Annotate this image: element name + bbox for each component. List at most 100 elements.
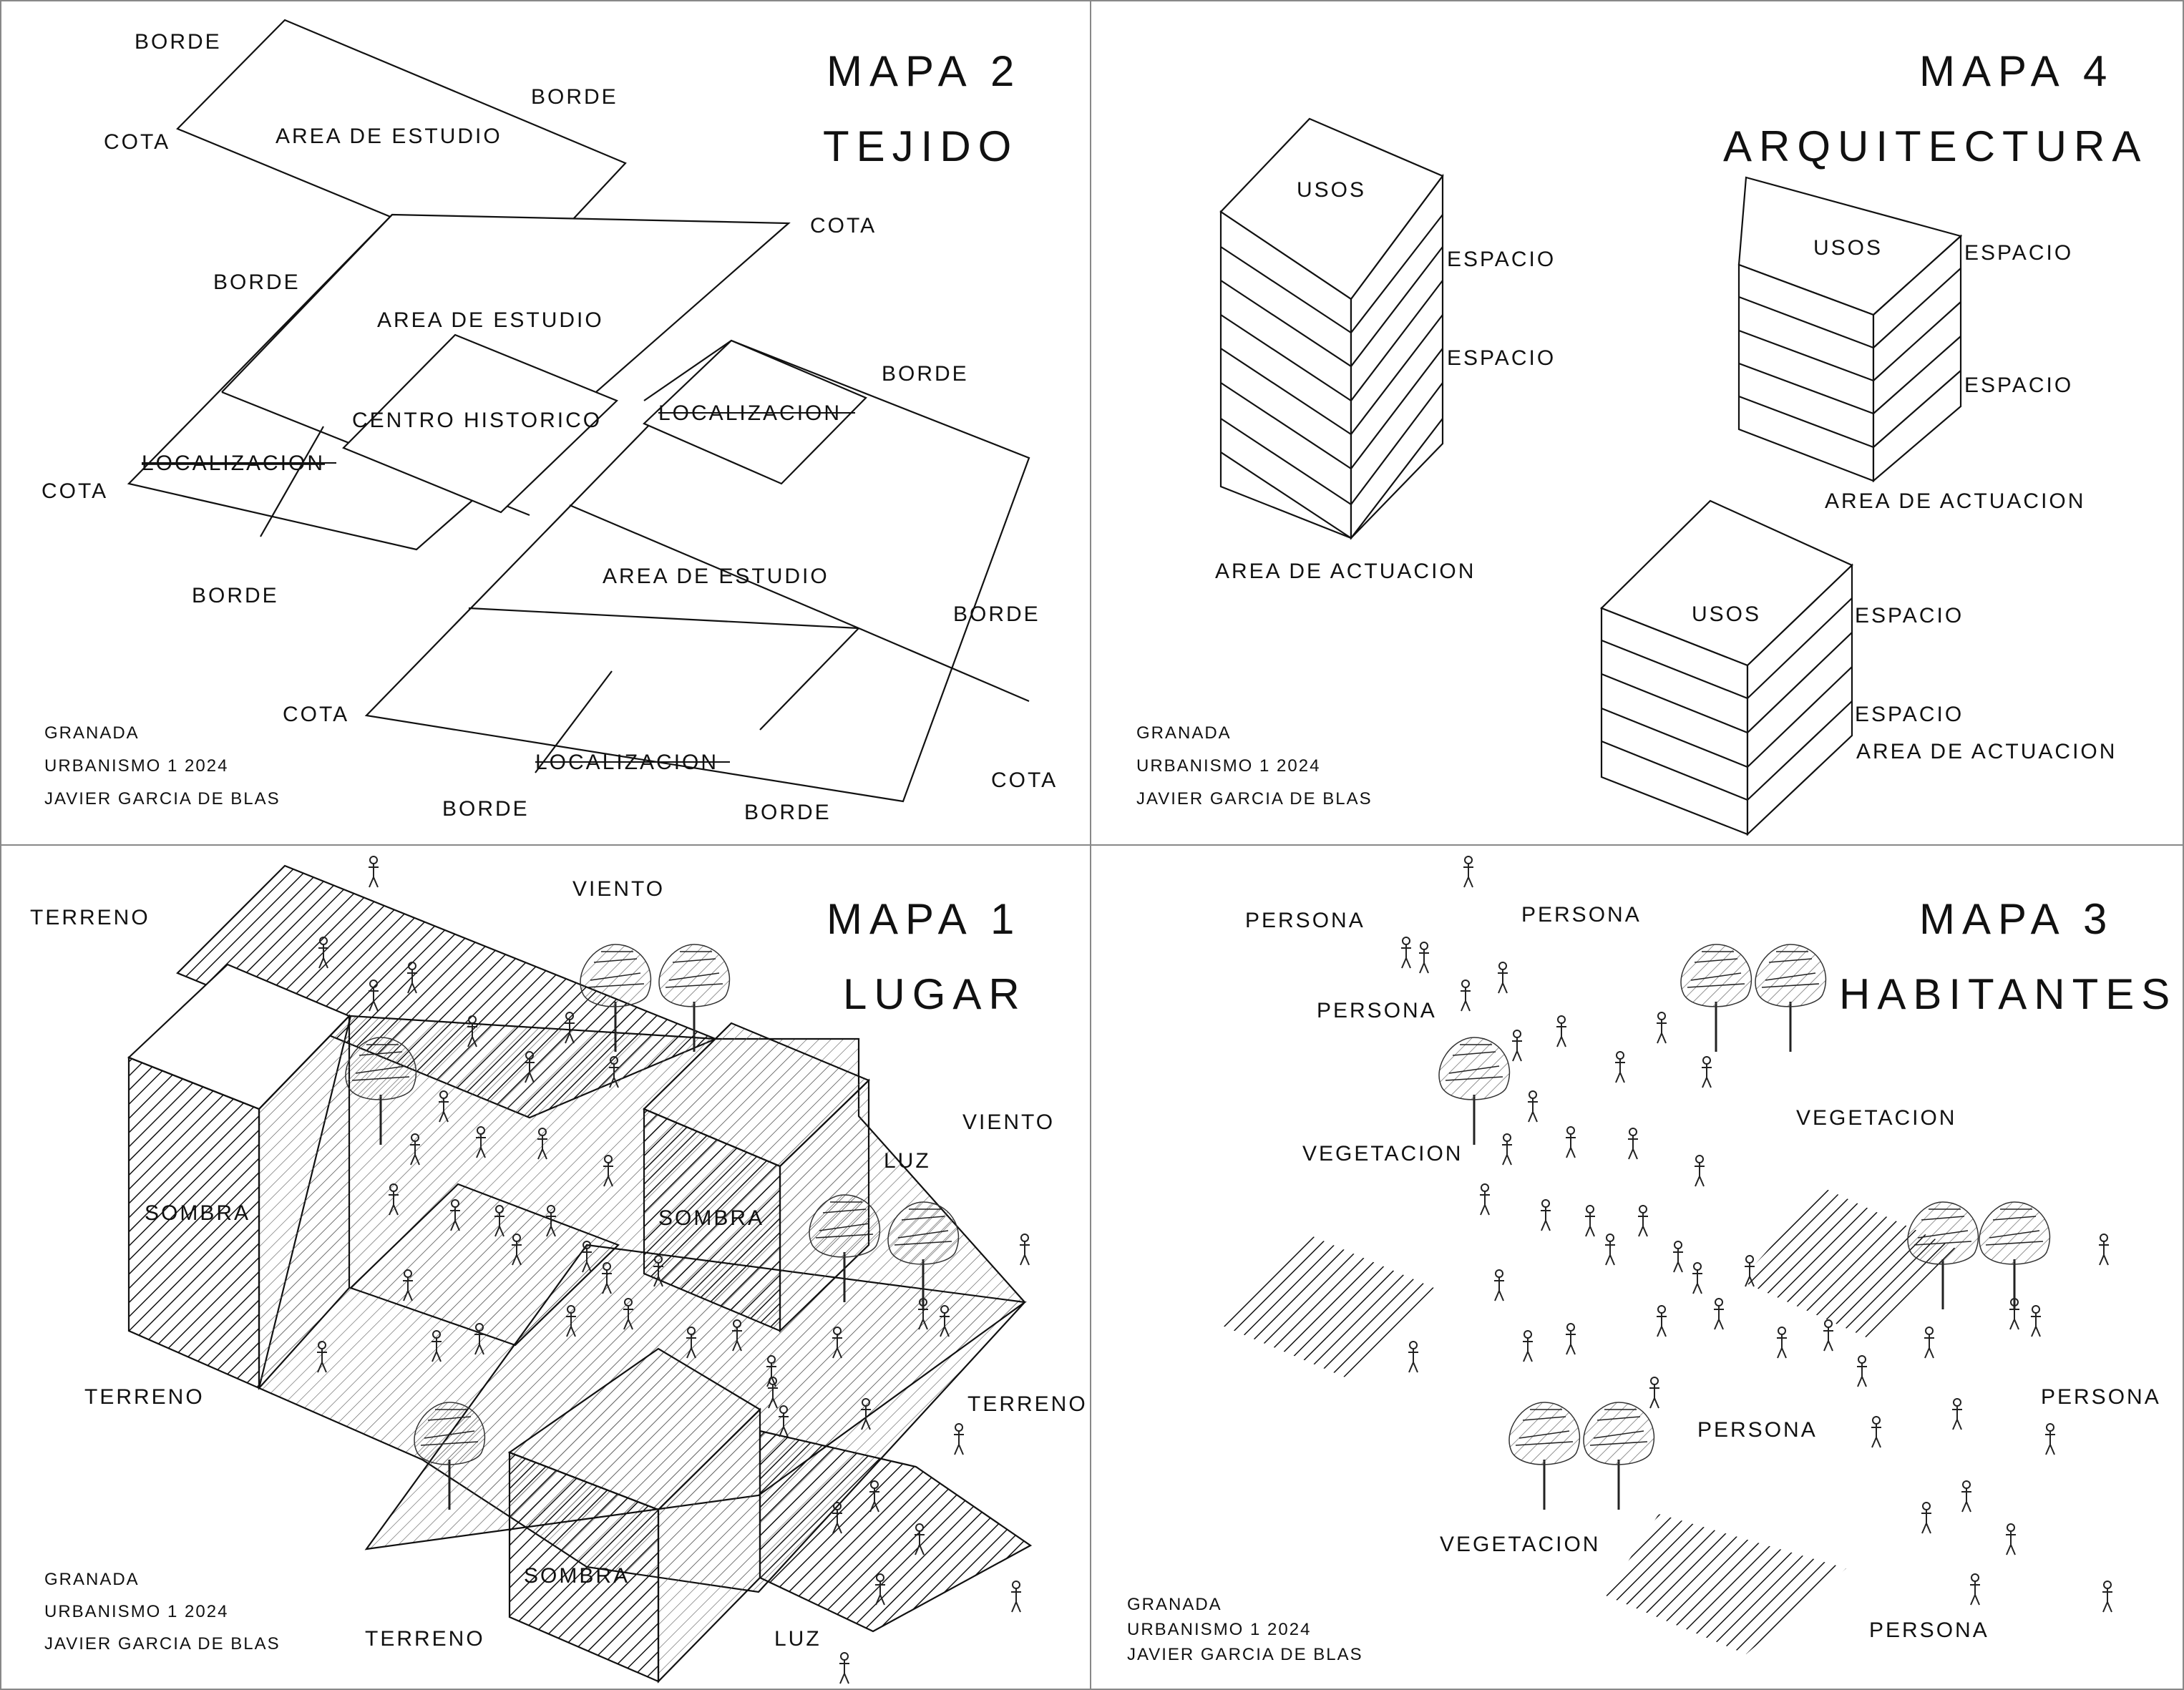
map3-persona-6: PERSONA <box>1869 1618 1989 1642</box>
tree-icon <box>1438 1036 1511 1146</box>
map1-title: MAPA 1 <box>827 895 1021 943</box>
panel-mapa1: MAPA 1 LUGAR TERRENO TERRENO TERRENO TER… <box>30 856 1088 1684</box>
person-icon <box>1511 1030 1523 1062</box>
map2-credit-1: GRANADA <box>44 723 140 743</box>
person-icon <box>1627 1128 1639 1160</box>
map1-terreno-3: TERRENO <box>967 1392 1088 1416</box>
person-icon <box>1656 1305 1667 1337</box>
map4-usos-2: USOS <box>1813 236 1883 260</box>
map1-luz-2: LUZ <box>774 1627 822 1651</box>
person-icon <box>1871 1416 1882 1448</box>
person-icon <box>953 1423 965 1455</box>
centro-historico-plate <box>342 333 618 514</box>
map2-credit-2: URBANISMO 1 2024 <box>44 756 228 776</box>
map1-viento-1: VIENTO <box>572 877 665 901</box>
map4-espacio-6: ESPACIO <box>1855 703 1964 726</box>
map1-terreno-1: TERRENO <box>30 906 150 929</box>
map1-sombra-3: SOMBRA <box>524 1564 630 1588</box>
tree-icon <box>1680 943 1752 1053</box>
person-icon <box>1501 1133 1513 1166</box>
map1-credit-2: URBANISMO 1 2024 <box>44 1602 228 1621</box>
map2-borde-7: BORDE <box>442 797 530 821</box>
map2-subtitle: TEJIDO <box>823 122 1018 170</box>
map3-credit-3: JAVIER GARCIA DE BLAS <box>1127 1645 1363 1664</box>
map1-sombra-2: SOMBRA <box>658 1206 764 1230</box>
map1-luz-1: LUZ <box>884 1149 931 1173</box>
map4-title: MAPA 4 <box>1919 47 2114 95</box>
person-icon <box>1614 1051 1626 1083</box>
map4-espacio-2: ESPACIO <box>1447 346 1556 370</box>
map4-espacio-3: ESPACIO <box>1964 241 2073 265</box>
map2-cota-4: COTA <box>283 703 349 726</box>
person-icon <box>1672 1241 1684 1273</box>
map3-vegetacion-1: VEGETACION <box>1302 1142 1463 1166</box>
map3-credit-1: GRANADA <box>1127 1595 1222 1614</box>
tower-2 <box>1737 176 1963 483</box>
map2-cota-5: COTA <box>991 768 1058 792</box>
map2-borde-5: BORDE <box>192 584 279 607</box>
person-icon <box>1408 1341 1419 1373</box>
person-icon <box>1604 1234 1616 1266</box>
person-icon <box>1556 1015 1567 1047</box>
tower-3 <box>1600 499 1853 836</box>
person-icon <box>1565 1323 1576 1355</box>
plate-lower <box>364 339 1030 803</box>
map1-credit-1: GRANADA <box>44 1570 140 1589</box>
panel-mapa2: MAPA 2 TEJIDO BORDE BORDE BORDE BORDE BO… <box>42 19 1058 824</box>
person-icon <box>1951 1398 1963 1430</box>
map4-credit-2: URBANISMO 1 2024 <box>1136 756 1320 776</box>
map4-espacio-1: ESPACIO <box>1447 248 1556 271</box>
tower-1 <box>1219 117 1444 540</box>
person-icon <box>1522 1330 1534 1362</box>
person-icon <box>1694 1155 1705 1187</box>
person-icon <box>2098 1234 2110 1266</box>
map2-borde-3: BORDE <box>213 270 301 294</box>
map4-espacio-5: ESPACIO <box>1855 604 1964 627</box>
terrain-dark-bottom <box>759 1430 1033 1633</box>
map1-sombra-1: SOMBRA <box>145 1201 250 1225</box>
person-icon <box>1540 1199 1551 1231</box>
map1-terreno-4: TERRENO <box>365 1627 485 1651</box>
map2-area-estudio-1: AREA DE ESTUDIO <box>276 124 502 148</box>
map4-credit-3: JAVIER GARCIA DE BLAS <box>1136 789 1373 809</box>
person-icon <box>1924 1327 1935 1359</box>
person-icon <box>1565 1126 1576 1158</box>
person-icon <box>1776 1327 1788 1359</box>
person-icon <box>1656 1012 1667 1044</box>
person-icon <box>2044 1423 2056 1455</box>
person-icon <box>1921 1502 1932 1534</box>
person-icon <box>368 856 379 888</box>
map4-subtitle: ARQUITECTURA <box>1723 122 2148 170</box>
person-icon <box>1497 962 1508 994</box>
map2-credit-3: JAVIER GARCIA DE BLAS <box>44 789 281 809</box>
person-icon <box>1649 1377 1660 1409</box>
map2-area-estudio-3: AREA DE ESTUDIO <box>603 565 829 588</box>
map4-usos-1: USOS <box>1297 178 1366 202</box>
map3-persona-4: PERSONA <box>1697 1418 1818 1442</box>
map3-persona-1: PERSONA <box>1245 909 1365 932</box>
person-icon <box>1713 1298 1725 1330</box>
map3-vegetacion-3: VEGETACION <box>1440 1533 1600 1556</box>
map2-borde-8: BORDE <box>744 801 832 824</box>
person-icon <box>2030 1305 2042 1337</box>
ground-patch-3 <box>1606 1514 1846 1654</box>
map4-espacio-4: ESPACIO <box>1964 373 2073 397</box>
person-icon <box>1479 1183 1491 1216</box>
person-icon <box>1527 1090 1539 1123</box>
person-icon <box>2102 1581 2113 1613</box>
tree-icon <box>1906 1201 1979 1311</box>
map2-borde-1: BORDE <box>135 30 222 54</box>
map3-persona-5: PERSONA <box>2041 1385 2161 1409</box>
person-icon <box>1692 1262 1703 1294</box>
person-icon <box>1969 1573 1981 1606</box>
map2-title: MAPA 2 <box>827 47 1021 95</box>
person-icon <box>2005 1523 2017 1555</box>
tree-icon <box>1508 1401 1581 1511</box>
panel-mapa3: MAPA 3 HABITANTES PERSONA PERSONA PERSON… <box>1127 856 2170 1664</box>
tree-icon <box>1978 1201 2051 1311</box>
person-icon <box>1856 1355 1868 1387</box>
map3-credit-2: URBANISMO 1 2024 <box>1127 1620 1311 1639</box>
person-icon <box>1460 980 1471 1012</box>
panel-mapa4: MAPA 4 ARQUITECTURA USOS USOS USOS ESPAC… <box>1136 47 2148 836</box>
